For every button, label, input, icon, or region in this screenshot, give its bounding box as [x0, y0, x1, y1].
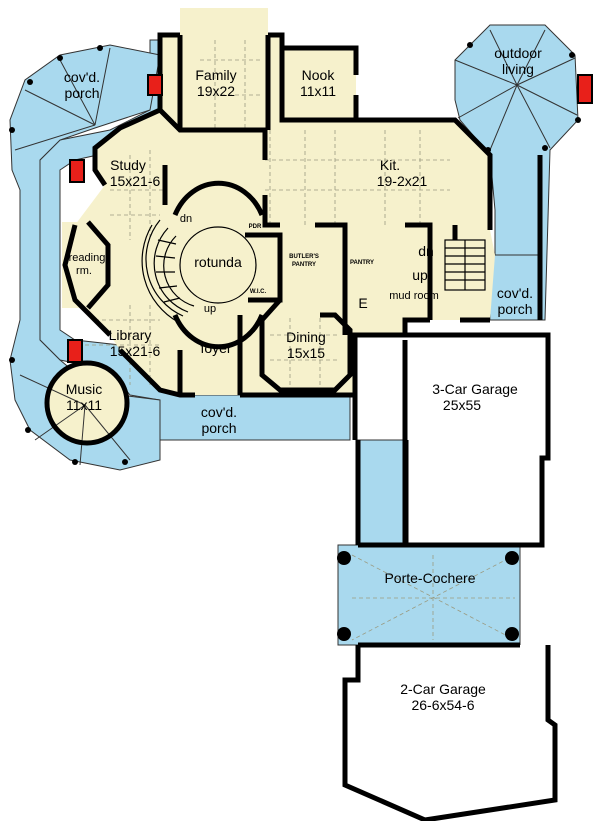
- porch-right: [489, 254, 541, 321]
- label-porte-cochere: Porte-Cochere: [384, 570, 475, 586]
- label-family-name: Family: [195, 67, 236, 83]
- label-pantry: PANTRY: [350, 260, 374, 266]
- label-dining-size: 15x15: [287, 345, 325, 361]
- label-reading-l2: rm.: [76, 265, 92, 277]
- label-porch-r-l1: cov'd.: [497, 285, 533, 301]
- music-room-fill: [47, 363, 127, 443]
- label-reading-l1: reading: [69, 252, 106, 264]
- label-outdoor-l2: living: [502, 61, 534, 77]
- label-study-name: Study: [110, 157, 146, 173]
- label-rotunda-up: up: [204, 303, 216, 315]
- label-e: E: [358, 295, 367, 311]
- label-garage2-name: 2-Car Garage: [400, 681, 486, 697]
- label-mud-up: up: [412, 267, 428, 283]
- label-butlers-l2: PANTRY: [292, 262, 316, 268]
- music-room-wall: [44, 360, 130, 446]
- label-mud-room: mud room: [389, 290, 439, 302]
- fireplace-family: [147, 74, 163, 96]
- label-dining-name: Dining: [286, 329, 326, 345]
- mudroom-stair: [444, 239, 486, 291]
- fireplace-study: [69, 159, 85, 183]
- label-music-size: 11x11: [66, 397, 102, 413]
- rotunda: [141, 180, 265, 350]
- breezeway: [357, 439, 407, 546]
- label-rotunda: rotunda: [194, 254, 242, 270]
- label-nook-name: Nook: [302, 67, 336, 83]
- label-foyer: foyer: [200, 340, 231, 356]
- garage-2car-fill: [345, 645, 555, 820]
- ceiling-grids: [85, 40, 516, 641]
- label-butlers-l1: BUTLER'S: [289, 254, 319, 260]
- label-library-size: 15x21-6: [110, 343, 161, 359]
- outdoor-rays: [14, 29, 578, 466]
- label-garage3-size: 25x55: [443, 397, 481, 413]
- columns: [9, 42, 581, 641]
- label-study-size: 15x21-6: [110, 173, 161, 189]
- label-porch-tl-l2: porch: [64, 85, 99, 101]
- label-family-size: 19x22: [197, 83, 235, 99]
- label-outdoor-l1: outdoor: [494, 45, 542, 61]
- label-pdr: PDR: [249, 224, 262, 230]
- label-porch-front-l1: cov'd.: [201, 404, 237, 420]
- reading-room-wall: [86, 220, 111, 310]
- label-kitchen-size: 19-2x21: [377, 173, 428, 189]
- label-library-name: Library: [109, 327, 152, 343]
- fireplace-library: [67, 339, 83, 363]
- label-porch-tl-l1: cov'd.: [64, 69, 100, 85]
- label-porch-r-l2: porch: [497, 301, 532, 317]
- label-porch-front-l2: porch: [201, 420, 236, 436]
- garage-areas: [345, 335, 555, 820]
- label-mud-dn: dn: [418, 243, 434, 259]
- garage-3car-fill: [405, 335, 548, 545]
- label-rotunda-dn: dn: [180, 213, 192, 225]
- label-nook-size: 11x11: [300, 83, 336, 99]
- label-wic: W.I.C.: [250, 289, 267, 295]
- room-labels: Family 19x22 Nook 11x11 outdoor living c…: [64, 45, 542, 713]
- label-garage2-size: 26-6x54-6: [411, 697, 474, 713]
- fireplace-outdoor: [577, 74, 593, 104]
- porch-outdoor-living: [454, 24, 579, 321]
- interior-main: [65, 8, 495, 395]
- fireplaces: [67, 74, 593, 363]
- label-garage3-name: 3-Car Garage: [432, 381, 518, 397]
- interior-areas: [47, 8, 495, 443]
- porch-left-outer: [9, 44, 161, 471]
- label-kitchen-name: Kit.: [380, 157, 400, 173]
- label-music-name: Music: [66, 381, 103, 397]
